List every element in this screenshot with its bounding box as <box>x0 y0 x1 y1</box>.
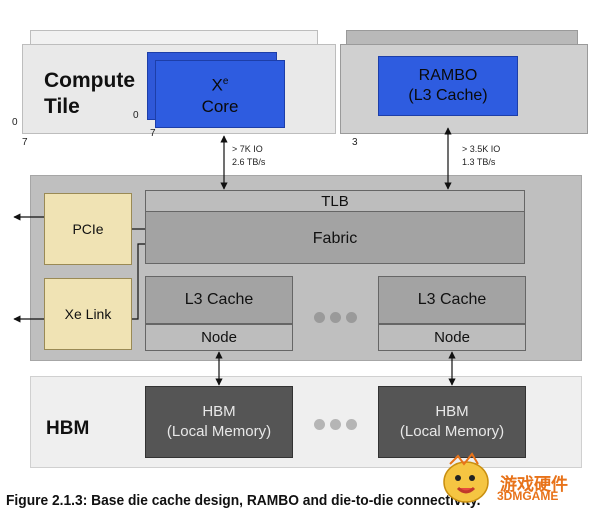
tick-inner-top: 0 <box>133 110 139 121</box>
mascot-logo-icon <box>443 452 489 503</box>
pcie-block: PCIe <box>44 193 132 265</box>
tick-left-bottom: 7 <box>22 137 28 148</box>
xe-core-label-sup: e <box>222 76 229 88</box>
tlb-block: TLB <box>145 190 525 212</box>
l3-cache-block-2: L3 Cache <box>378 276 526 324</box>
compute-tile-label-line1: Compute <box>44 69 135 92</box>
xe-core-label-main: X <box>211 75 223 95</box>
compute-tile-label-line2: Tile <box>44 95 80 118</box>
ellipsis-dot <box>346 419 357 430</box>
ellipsis-dot <box>330 419 341 430</box>
l3-cache-block-1: L3 Cache <box>145 276 293 324</box>
xe-link-block: Xe Link <box>44 278 132 350</box>
node-block-1: Node <box>145 324 293 351</box>
hbm-block-2: HBM (Local Memory) <box>378 386 526 458</box>
compute-tile-label: Compute Tile <box>44 68 135 120</box>
node-block-2: Node <box>378 324 526 351</box>
xe-link-fabric-link <box>132 243 145 320</box>
rambo-box: RAMBO (L3 Cache) <box>378 56 518 116</box>
watermark-line2: 3DMGAME <box>497 489 559 503</box>
watermark-line1: 游戏硬件 <box>500 475 568 494</box>
figure-caption: Figure 2.1.3: Base die cache design, RAM… <box>6 492 481 509</box>
hbm-block-2-title: HBM <box>435 403 469 420</box>
ellipsis-dot <box>314 312 325 323</box>
rambo-io-label: > 3.5K IO 1.3 TB/s <box>462 143 500 169</box>
rambo-label-line2: (L3 Cache) <box>408 87 488 104</box>
xe-core-label-line2: Core <box>201 96 239 116</box>
compute-io-label: > 7K IO 2.6 TB/s <box>232 143 265 169</box>
xe-core-box: Xe Core <box>155 60 285 128</box>
hbm-block-2-subtitle: (Local Memory) <box>399 423 505 440</box>
rambo-io-count: > 3.5K IO <box>462 144 501 154</box>
hbm-block-1-subtitle: (Local Memory) <box>166 423 272 440</box>
tick-left-top: 0 <box>12 117 18 128</box>
hbm-layer-label: HBM <box>46 418 90 439</box>
rambo-label-line1: RAMBO <box>418 67 478 84</box>
hbm-block-1-title: HBM <box>202 403 236 420</box>
hbm-block-1: HBM (Local Memory) <box>145 386 293 458</box>
rambo-io-bandwidth: 1.3 TB/s <box>462 157 496 167</box>
tick-rambo-bottom: 3 <box>352 137 358 148</box>
compute-io-count: > 7K IO <box>232 144 263 154</box>
ellipsis-dot <box>330 312 341 323</box>
compute-io-bandwidth: 2.6 TB/s <box>232 157 266 167</box>
fabric-label: Fabric <box>312 230 358 247</box>
tick-inner-bottom: 7 <box>150 128 156 139</box>
ellipsis-dot <box>346 312 357 323</box>
ellipsis-dot <box>314 419 325 430</box>
